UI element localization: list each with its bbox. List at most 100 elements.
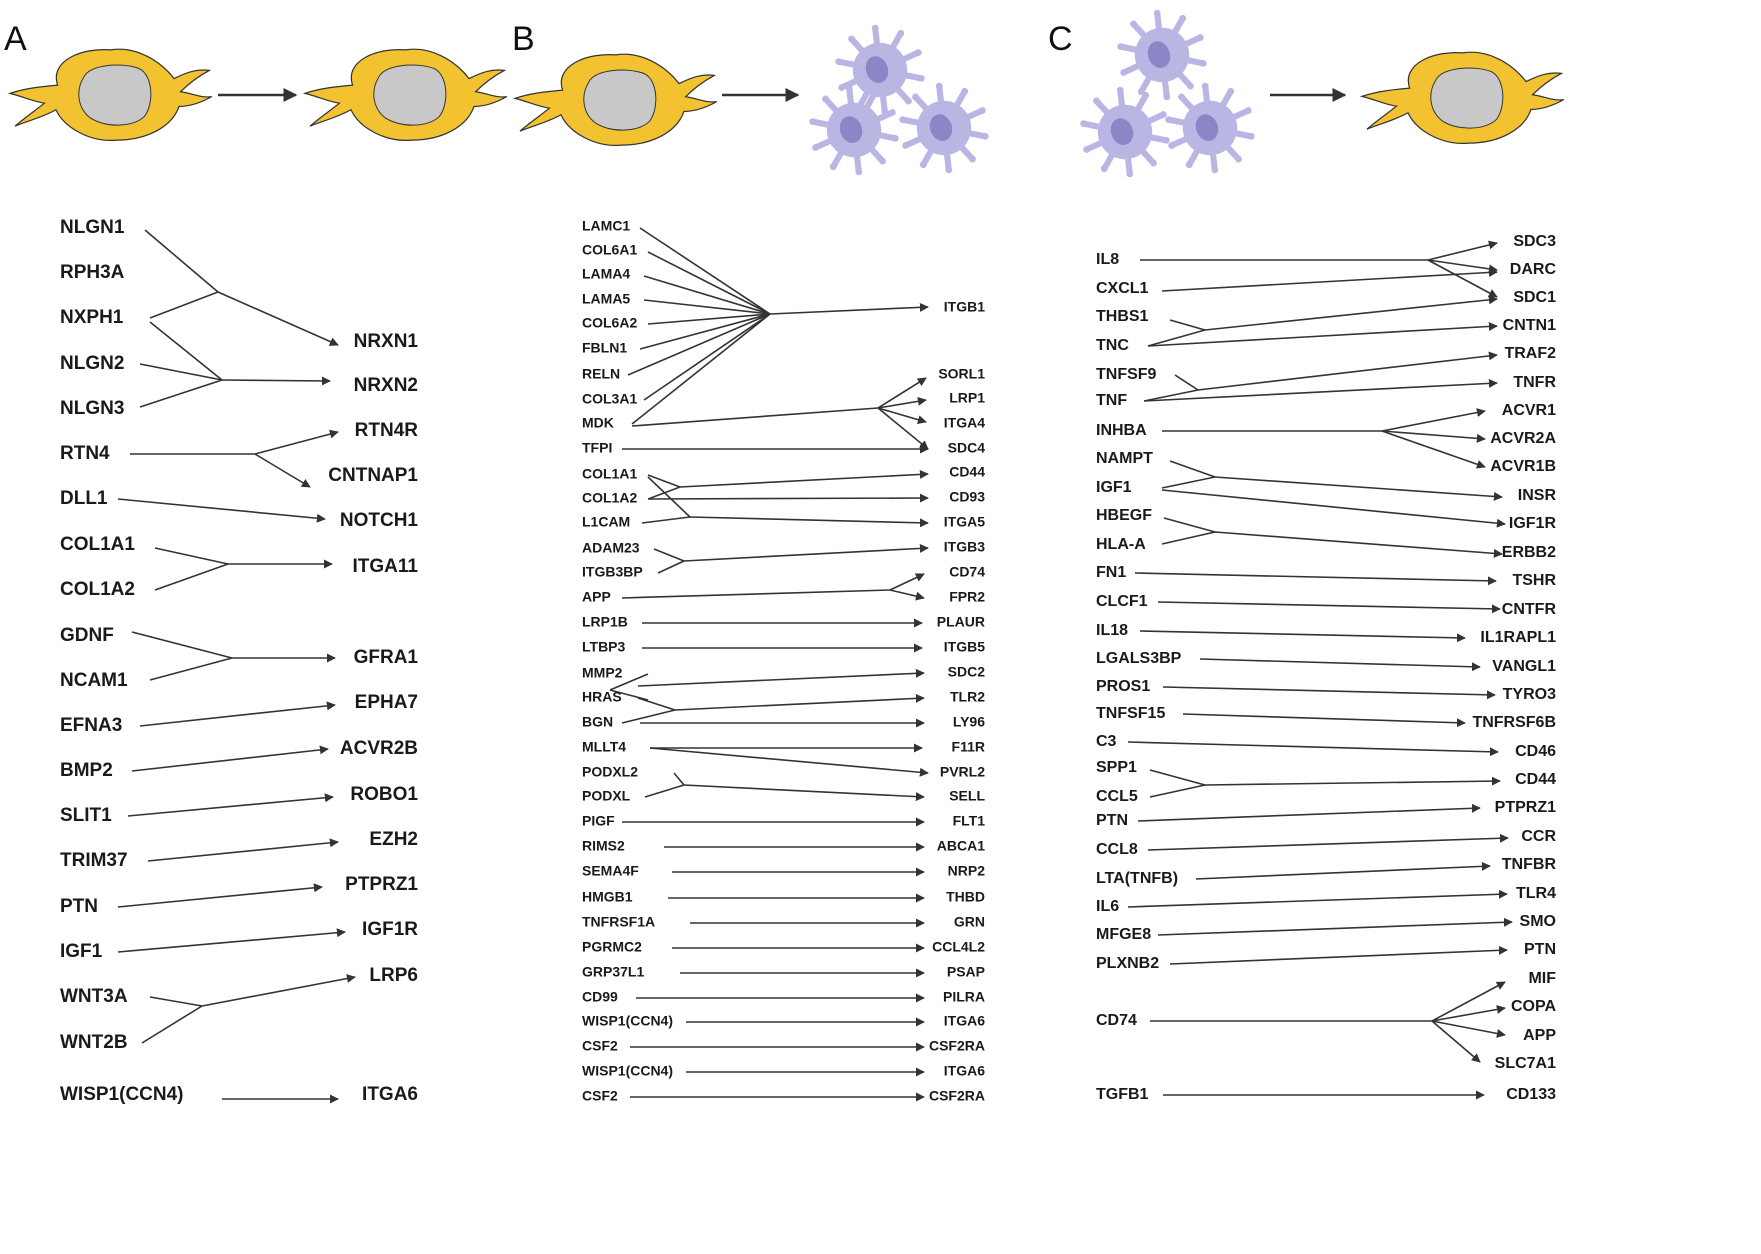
connector-line <box>127 793 334 817</box>
connector-line <box>117 883 323 908</box>
receptor-itga6: ITGA6 <box>944 1013 985 1029</box>
connector-line <box>149 291 219 319</box>
connector-line <box>1147 833 1509 851</box>
connector-line <box>1431 1020 1481 1063</box>
ligand-col6a2: COL6A2 <box>582 315 637 331</box>
ligand-ptn: PTN <box>1096 812 1128 829</box>
connector-line <box>117 498 326 523</box>
connector-line <box>643 299 771 315</box>
ligand-col6a1: COL6A1 <box>582 242 637 258</box>
ligand-wnt3a: WNT3A <box>60 986 128 1007</box>
ligand-wisp1-ccn4: WISP1(CCN4) <box>582 1063 673 1079</box>
connector-line <box>1169 460 1216 478</box>
receptor-itga4: ITGA4 <box>944 415 985 431</box>
receptor-robo1: ROBO1 <box>350 784 418 805</box>
receptor-rtn4r: RTN4R <box>355 420 419 441</box>
ligand-rph3a: RPH3A <box>60 262 125 283</box>
connector-line <box>1199 658 1481 672</box>
connector-line <box>1147 321 1498 347</box>
connector-line <box>254 429 339 455</box>
receptor-itga11: ITGA11 <box>353 556 419 577</box>
receptor-nrxn1: NRXN1 <box>354 331 419 352</box>
connector-line <box>217 291 339 346</box>
receptor-cd46: CD46 <box>1515 743 1556 760</box>
connector-line <box>1127 889 1508 908</box>
connector-line <box>1204 295 1498 331</box>
connector-line <box>1161 267 1498 292</box>
ligand-lama5: LAMA5 <box>582 291 630 307</box>
connector-line <box>1174 374 1199 391</box>
receptor-cd74: CD74 <box>949 564 985 580</box>
connector-line <box>1143 389 1199 402</box>
ligand-podxl2: PODXL2 <box>582 764 638 780</box>
ligand-rtn4: RTN4 <box>60 443 110 464</box>
ligand-bmp2: BMP2 <box>60 760 113 781</box>
ligand-adam23: ADAM23 <box>582 540 640 556</box>
ligand-cd74: CD74 <box>1096 1012 1137 1029</box>
ligand-wisp1-ccn4: WISP1(CCN4) <box>582 1013 673 1029</box>
receptor-itgb3: ITGB3 <box>944 539 985 555</box>
panel-letter-c: C <box>1048 20 1073 58</box>
receptor-itga6: ITGA6 <box>362 1084 418 1105</box>
connector-line <box>877 407 929 450</box>
connector-line <box>637 668 925 687</box>
connector-line <box>154 547 229 565</box>
ligand-sema4f: SEMA4F <box>582 863 639 879</box>
ligand-spp1: SPP1 <box>1096 759 1137 776</box>
connector-line <box>1169 319 1206 331</box>
connector-line <box>653 548 685 562</box>
immune-cell-icon <box>899 82 989 174</box>
interaction-lines <box>117 227 1513 1104</box>
panel-letter-b: B <box>512 20 535 58</box>
ligand-plxnb2: PLXNB2 <box>1096 955 1159 972</box>
connector-line <box>877 407 927 425</box>
connector-line <box>643 275 771 315</box>
receptor-app: APP <box>1523 1027 1556 1044</box>
connector-line <box>621 589 891 599</box>
connector-line <box>131 745 329 772</box>
ligand-podxl: PODXL <box>582 788 631 804</box>
ligand-mllt4: MLLT4 <box>582 739 626 755</box>
connector-line <box>149 657 233 681</box>
connector-line <box>1161 489 1506 528</box>
connector-line <box>689 516 929 528</box>
receptor-ccl4l2: CCL4L2 <box>932 939 985 955</box>
ligand-igf1: IGF1 <box>60 941 103 962</box>
ligand-l1cam: L1CAM <box>582 514 630 530</box>
receptor-erbb2: ERBB2 <box>1502 544 1556 561</box>
receptor-tlr4: TLR4 <box>1516 885 1556 902</box>
receptor-igf1r: IGF1R <box>362 919 418 940</box>
receptor-nrxn2: NRXN2 <box>354 375 418 396</box>
connector-line <box>254 453 311 488</box>
connector-line <box>877 377 927 409</box>
receptor-sdc1: SDC1 <box>1513 289 1556 306</box>
connector-line <box>647 313 771 325</box>
connector-line <box>147 838 339 862</box>
ligand-ncam1: NCAM1 <box>60 670 128 691</box>
ligand-col1a1: COL1A1 <box>582 466 637 482</box>
ligand-ptn: PTN <box>60 896 98 917</box>
connector-line <box>1149 784 1206 798</box>
ligand-hbegf: HBEGF <box>1096 507 1152 524</box>
ligand-hla-a: HLA-A <box>1096 536 1146 553</box>
connector-line <box>1157 917 1513 936</box>
connector-line <box>647 251 771 315</box>
glial-cell-icon <box>302 48 508 141</box>
ligand-mmp2: MMP2 <box>582 665 623 681</box>
ligand-pgrmc2: PGRMC2 <box>582 939 642 955</box>
cell-illustrations <box>7 9 1565 178</box>
connector-line <box>1197 351 1498 391</box>
receptor-tlr2: TLR2 <box>950 689 985 705</box>
connector-line <box>1427 259 1498 298</box>
connector-line <box>644 784 685 798</box>
connector-line <box>149 996 203 1007</box>
receptor-ezh2: EZH2 <box>369 829 418 850</box>
receptor-darc: DARC <box>1510 261 1557 278</box>
ligand-tnf: TNF <box>1096 392 1127 409</box>
connector-line <box>1163 517 1216 533</box>
receptor-tnfr: TNFR <box>1513 374 1556 391</box>
connector-line <box>609 689 649 701</box>
connector-line <box>621 709 676 724</box>
connector-line <box>679 469 929 488</box>
